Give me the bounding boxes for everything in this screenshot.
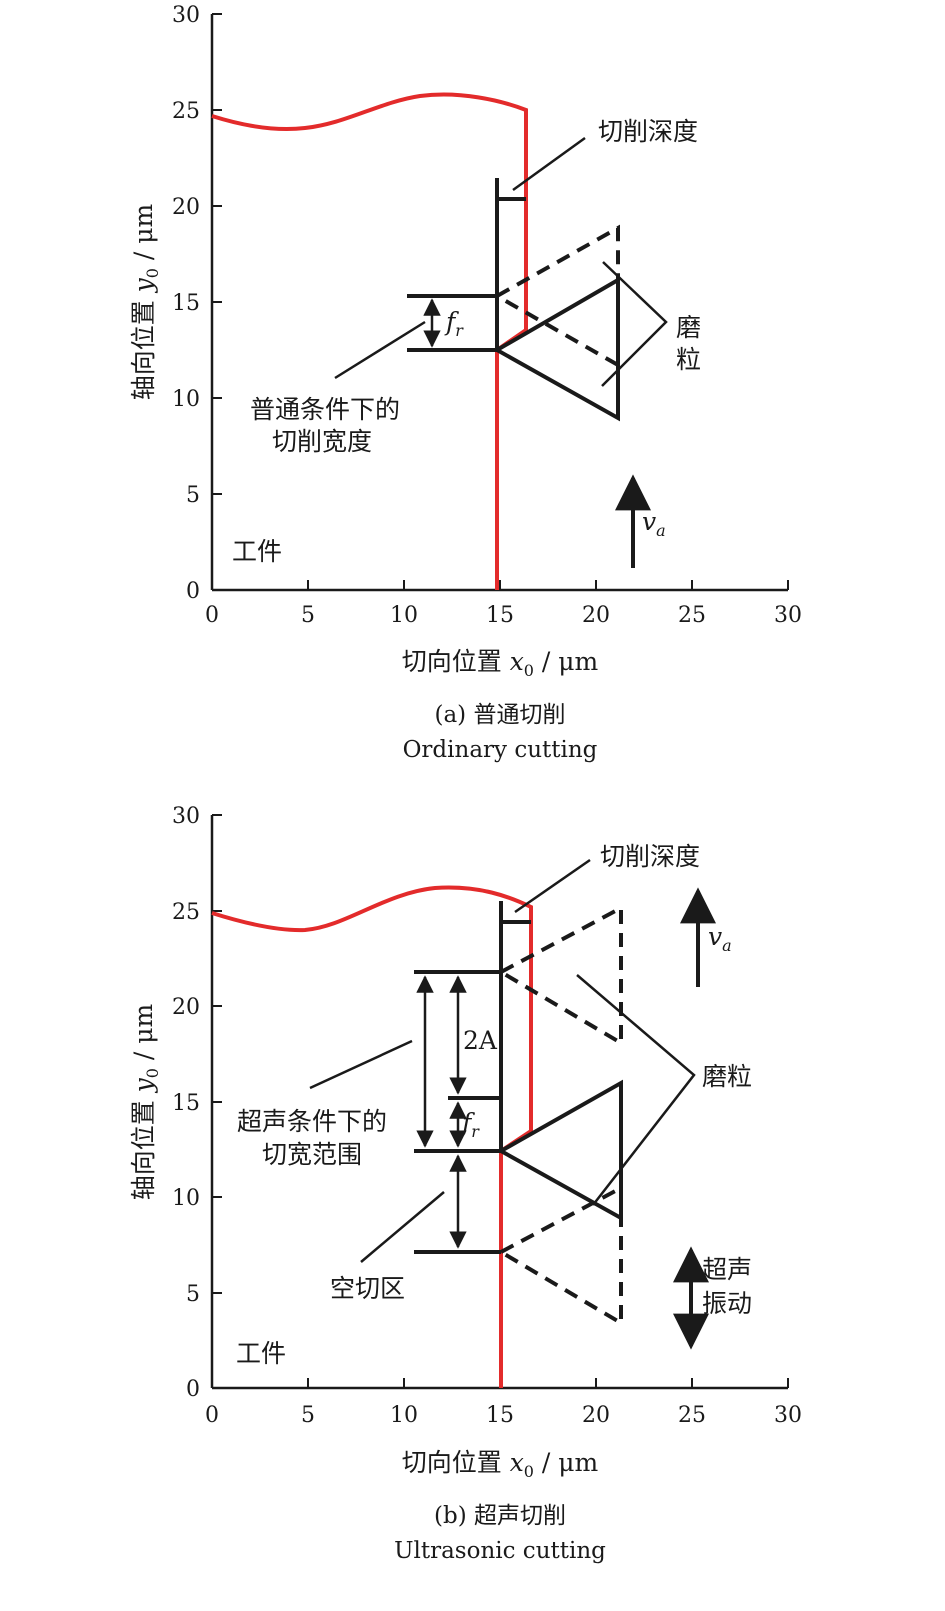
y-tick-label: 10 <box>172 387 200 412</box>
workpiece-profile <box>211 885 533 1388</box>
x-tick-label: 10 <box>390 1403 418 1428</box>
x-ticks <box>211 1378 789 1388</box>
panel-ultrasonic-cutting: 0 5 10 15 20 25 30 0 5 10 15 20 25 30 切向… <box>0 804 945 1605</box>
caption-line-1: (a) 普通切削 <box>435 702 566 728</box>
grain-label-2: 粒 <box>676 345 701 374</box>
y-axis: 0 5 10 15 20 25 30 <box>172 3 222 604</box>
y-ticks <box>212 814 222 1389</box>
y-tick-label: 0 <box>186 1377 200 1402</box>
depth-label: 切削深度 <box>598 117 698 146</box>
grain-upper <box>496 904 623 1047</box>
x-tick-label: 10 <box>390 603 418 628</box>
va-label: va <box>642 507 666 540</box>
y-tick-label: 10 <box>172 1186 200 1211</box>
grain-previous <box>492 224 620 369</box>
feed-label: fr <box>460 1108 480 1141</box>
grain-label-1: 磨 <box>676 313 701 342</box>
y-ticks <box>212 13 222 591</box>
x-tick-label: 20 <box>582 1403 610 1428</box>
y-tick-label: 20 <box>172 195 200 220</box>
width-leader <box>309 1039 413 1090</box>
amplitude-label: 2A <box>463 1026 498 1055</box>
x-axis: 0 5 10 15 20 25 30 <box>205 580 802 628</box>
x-tick-label: 25 <box>678 603 706 628</box>
grain-label: 磨粒 <box>702 1062 752 1091</box>
y-tick-label: 30 <box>172 804 200 829</box>
y-tick-label: 5 <box>186 1282 200 1307</box>
vibration-label-2: 振动 <box>702 1289 752 1318</box>
y-axis: 0 5 10 15 20 25 30 <box>172 804 222 1402</box>
depth-bracket <box>495 136 586 350</box>
y-tick-label: 0 <box>186 579 200 604</box>
empty-zone-leader <box>360 1191 445 1263</box>
width-label-2: 切宽范围 <box>262 1140 362 1169</box>
grain-leader <box>601 261 668 387</box>
x-tick-label: 25 <box>678 1403 706 1428</box>
caption-line-2: Ultrasonic cutting <box>394 1538 606 1564</box>
y-tick-label: 25 <box>172 900 200 925</box>
empty-zone-label: 空切区 <box>330 1274 405 1303</box>
feed-label: fr <box>444 307 464 340</box>
amplitude-dimension <box>414 970 501 1254</box>
x-tick-label: 30 <box>774 603 802 628</box>
x-axis-label: 切向位置 x0 / μm <box>402 1448 599 1481</box>
grain-current <box>496 1079 623 1222</box>
workpiece-label: 工件 <box>232 537 282 566</box>
grain-leader <box>576 974 696 1206</box>
y-tick-label: 15 <box>172 1091 200 1116</box>
vibration-label-1: 超声 <box>702 1255 752 1284</box>
va-label: va <box>708 922 732 955</box>
grain-current <box>492 276 620 422</box>
x-tick-label: 15 <box>486 603 514 628</box>
width-label-1: 超声条件下的 <box>237 1107 387 1136</box>
y-tick-label: 30 <box>172 3 200 28</box>
x-tick-label: 15 <box>486 1403 514 1428</box>
y-axis-label: 轴向位置 y0 / μm <box>129 1003 162 1200</box>
workpiece-profile <box>211 92 528 590</box>
diagram-b: 0 5 10 15 20 25 30 0 5 10 15 20 25 30 切向… <box>129 804 802 1564</box>
y-tick-label: 5 <box>186 483 200 508</box>
x-axis-label: 切向位置 x0 / μm <box>402 647 599 680</box>
y-tick-label: 20 <box>172 995 200 1020</box>
y-tick-label: 25 <box>172 99 200 124</box>
x-ticks <box>211 580 789 590</box>
diagram-a: 0 5 10 15 20 25 30 0 5 10 15 20 25 30 切向… <box>129 3 802 763</box>
panel-ordinary-cutting: 0 5 10 15 20 25 30 0 5 10 15 20 25 30 切向… <box>0 0 945 800</box>
x-tick-label: 5 <box>301 603 315 628</box>
y-axis-label: 轴向位置 y0 / μm <box>129 203 162 400</box>
width-label-2: 切削宽度 <box>272 427 372 456</box>
x-tick-label: 5 <box>301 1403 315 1428</box>
depth-label: 切削深度 <box>600 842 700 871</box>
x-tick-label: 0 <box>205 603 219 628</box>
x-axis: 0 5 10 15 20 25 30 <box>205 1378 802 1428</box>
depth-bracket <box>499 858 591 1151</box>
x-tick-label: 0 <box>205 1403 219 1428</box>
caption-line-2: Ordinary cutting <box>403 737 598 763</box>
y-tick-label: 15 <box>172 291 200 316</box>
x-tick-label: 20 <box>582 603 610 628</box>
feed-dimension <box>407 294 497 352</box>
width-leader <box>334 320 426 380</box>
workpiece-label: 工件 <box>236 1339 286 1368</box>
caption-line-1: (b) 超声切削 <box>434 1503 566 1529</box>
x-tick-label: 30 <box>774 1403 802 1428</box>
width-label-1: 普通条件下的 <box>250 395 400 424</box>
